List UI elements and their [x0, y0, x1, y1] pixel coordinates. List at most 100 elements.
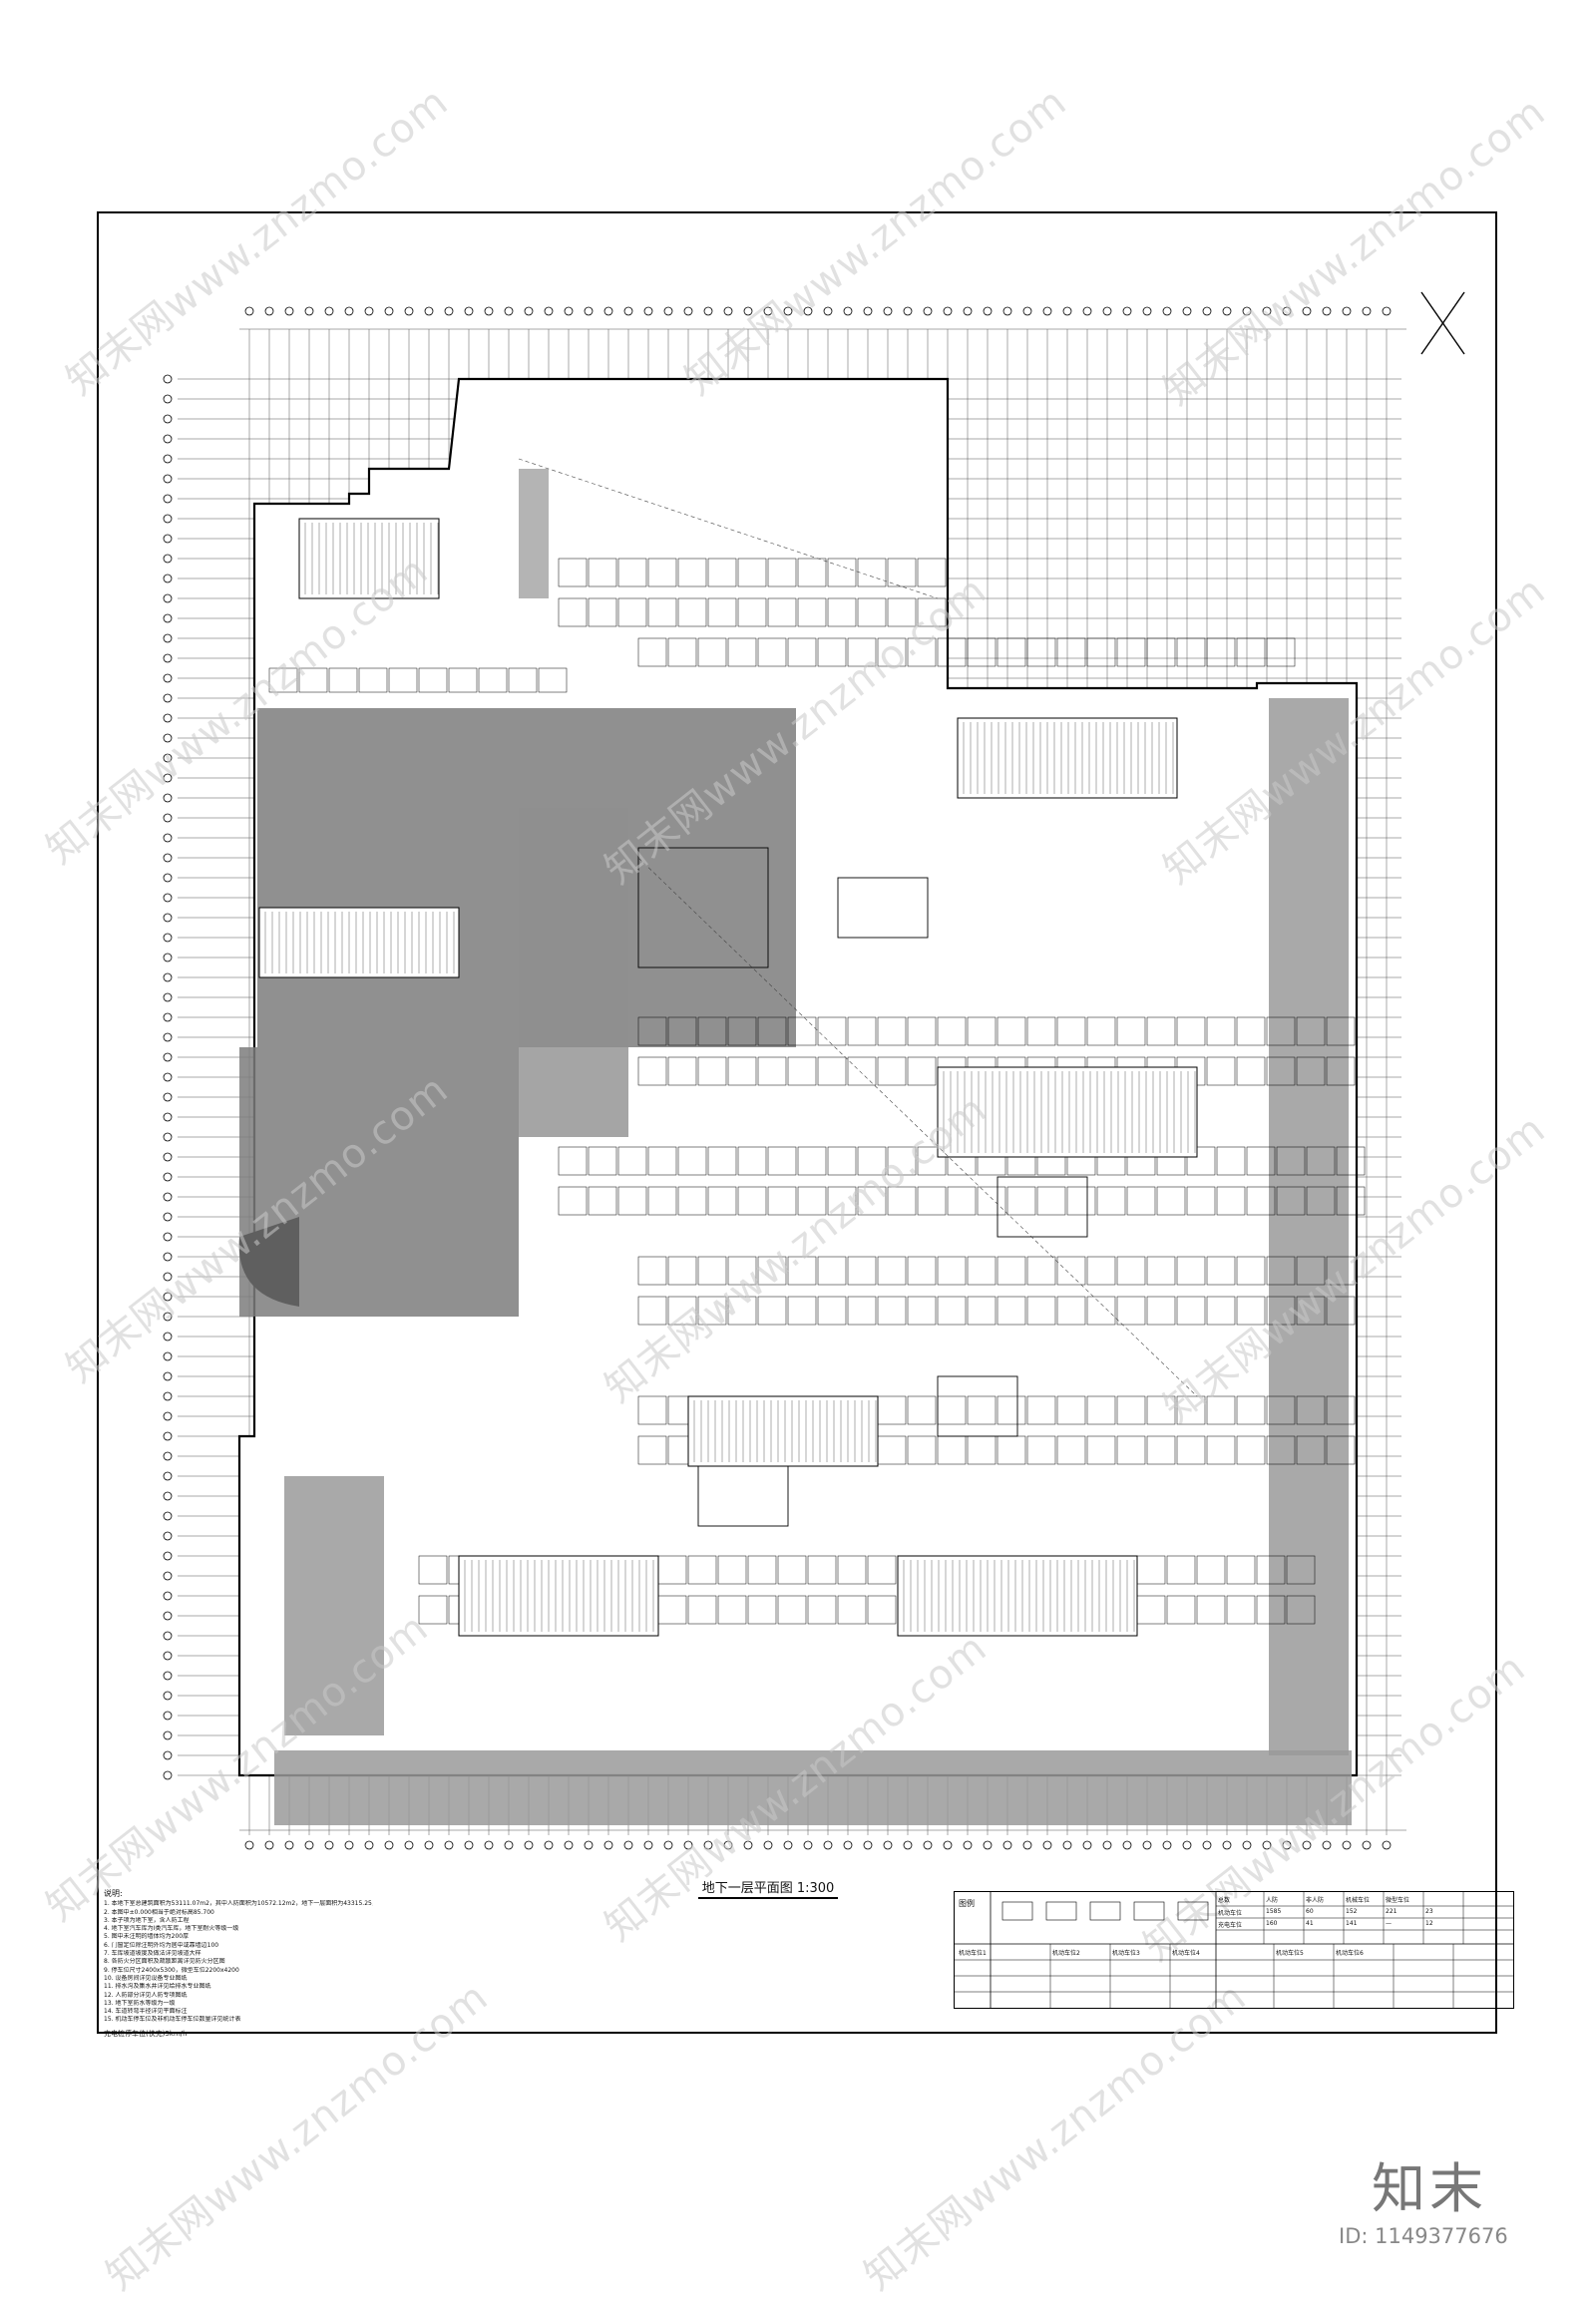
parking-stall [637, 1056, 667, 1086]
parking-stall [837, 1595, 867, 1625]
axis-bubble [384, 1840, 394, 1850]
parking-stall [1146, 1395, 1176, 1425]
axis-bubble [1222, 306, 1232, 316]
parking-stall [1056, 1395, 1086, 1425]
stats-cell: 机动车位 [1218, 1910, 1243, 1917]
axis-bubble [163, 1332, 173, 1342]
note-footer: 充电桩停车位(快充)5km/h [104, 2029, 188, 2038]
axis-bubble [763, 1840, 773, 1850]
parking-stall [707, 1146, 737, 1176]
axis-bubble [1102, 1840, 1112, 1850]
axis-bubble [823, 306, 833, 316]
axis-bubble [1162, 306, 1172, 316]
parking-stall [937, 1296, 967, 1326]
axis-bubble [464, 1840, 474, 1850]
axis-bubble [623, 306, 633, 316]
drawing-border [97, 211, 1497, 2034]
axis-bubble [643, 306, 653, 316]
parking-stall [967, 1256, 997, 1286]
parking-stall [617, 1186, 647, 1216]
axis-bubble [344, 306, 354, 316]
parking-stall [1286, 1555, 1316, 1585]
parking-stall [358, 667, 388, 693]
axis-bubble [883, 1840, 893, 1850]
axis-bubble [384, 306, 394, 316]
axis-bubbles [163, 306, 1392, 1850]
parking-stall [1176, 1296, 1206, 1326]
parking-stall [1026, 1016, 1056, 1046]
parking-stall [787, 1056, 817, 1086]
parking-stall [1036, 1186, 1066, 1216]
axis-bubble [163, 1252, 173, 1262]
parking-stall [1266, 1296, 1296, 1326]
axis-bubble [1022, 1840, 1032, 1850]
parking-stall [757, 637, 787, 667]
stair-core [298, 518, 440, 599]
parking-stall [637, 1016, 667, 1046]
axis-bubble [1362, 1840, 1372, 1850]
parking-stall [1056, 1296, 1086, 1326]
parking-stall [1056, 637, 1086, 667]
axis-bubble [163, 1172, 173, 1182]
axis-bubble [163, 613, 173, 623]
axis-bubble [1122, 1840, 1132, 1850]
axis-bubble [163, 1272, 173, 1282]
axis-bubble [364, 306, 374, 316]
stats-cell: 12 [1425, 1920, 1433, 1927]
parking-stall [1116, 1435, 1146, 1465]
parking-stall [637, 1256, 667, 1286]
parking-stall [727, 1256, 757, 1286]
parking-stall [1116, 1016, 1146, 1046]
parking-stall [558, 597, 588, 627]
axis-bubble [163, 1072, 173, 1082]
axis-bubble [963, 1840, 973, 1850]
axis-bubble [163, 1551, 173, 1561]
axis-bubble [163, 733, 173, 743]
axis-bubble [304, 306, 314, 316]
axis-bubble [1022, 306, 1032, 316]
parking-stall [877, 1056, 907, 1086]
axis-bubble [863, 1840, 873, 1850]
axis-bubble [1242, 306, 1252, 316]
note-line: 2. 本图中±0.000相当于绝对标高85.700 [104, 1908, 214, 1916]
axis-bubble [863, 306, 873, 316]
parking-stall [1026, 1435, 1056, 1465]
legend-row-label: 机动车位1 [959, 1950, 987, 1957]
axis-bubble [264, 306, 274, 316]
parking-stall [1206, 1016, 1236, 1046]
parking-stall [887, 1146, 917, 1176]
parking-stall [977, 1186, 1006, 1216]
parking-stall [1236, 1435, 1266, 1465]
parking-stall [478, 667, 508, 693]
stats-cell: — [1386, 1920, 1392, 1927]
parking-stall [1306, 1186, 1336, 1216]
equipment-room [837, 877, 929, 939]
axis-bubble [163, 1491, 173, 1501]
parking-stall [967, 637, 997, 667]
parking-stall [1296, 1056, 1326, 1086]
parking-stall [857, 1146, 887, 1176]
parking-stall [807, 1595, 837, 1625]
parking-stall [937, 1256, 967, 1286]
ramp-line [637, 857, 1198, 1397]
stats-cell: 141 [1346, 1920, 1358, 1927]
parking-stall [1146, 1296, 1176, 1326]
axis-bubble [163, 554, 173, 564]
parking-stall [727, 637, 757, 667]
parking-stall [1086, 1296, 1116, 1326]
parking-stall [1166, 1595, 1196, 1625]
axis-bubble [1382, 306, 1392, 316]
axis-bubble [643, 1840, 653, 1850]
parking-stall [857, 558, 887, 587]
parking-stall [837, 1555, 867, 1585]
parking-stall [757, 1056, 787, 1086]
parking-stall [588, 558, 617, 587]
parking-stall [887, 558, 917, 587]
parking-stall [967, 1296, 997, 1326]
note-line: 9. 停车位尺寸2400x5300，微型车位2200x4200 [104, 1966, 239, 1974]
axis-bubble [163, 1531, 173, 1541]
parking-stall [997, 1395, 1026, 1425]
stair-core [957, 717, 1178, 799]
parking-stall [1266, 1435, 1296, 1465]
parking-stall [907, 1056, 937, 1086]
